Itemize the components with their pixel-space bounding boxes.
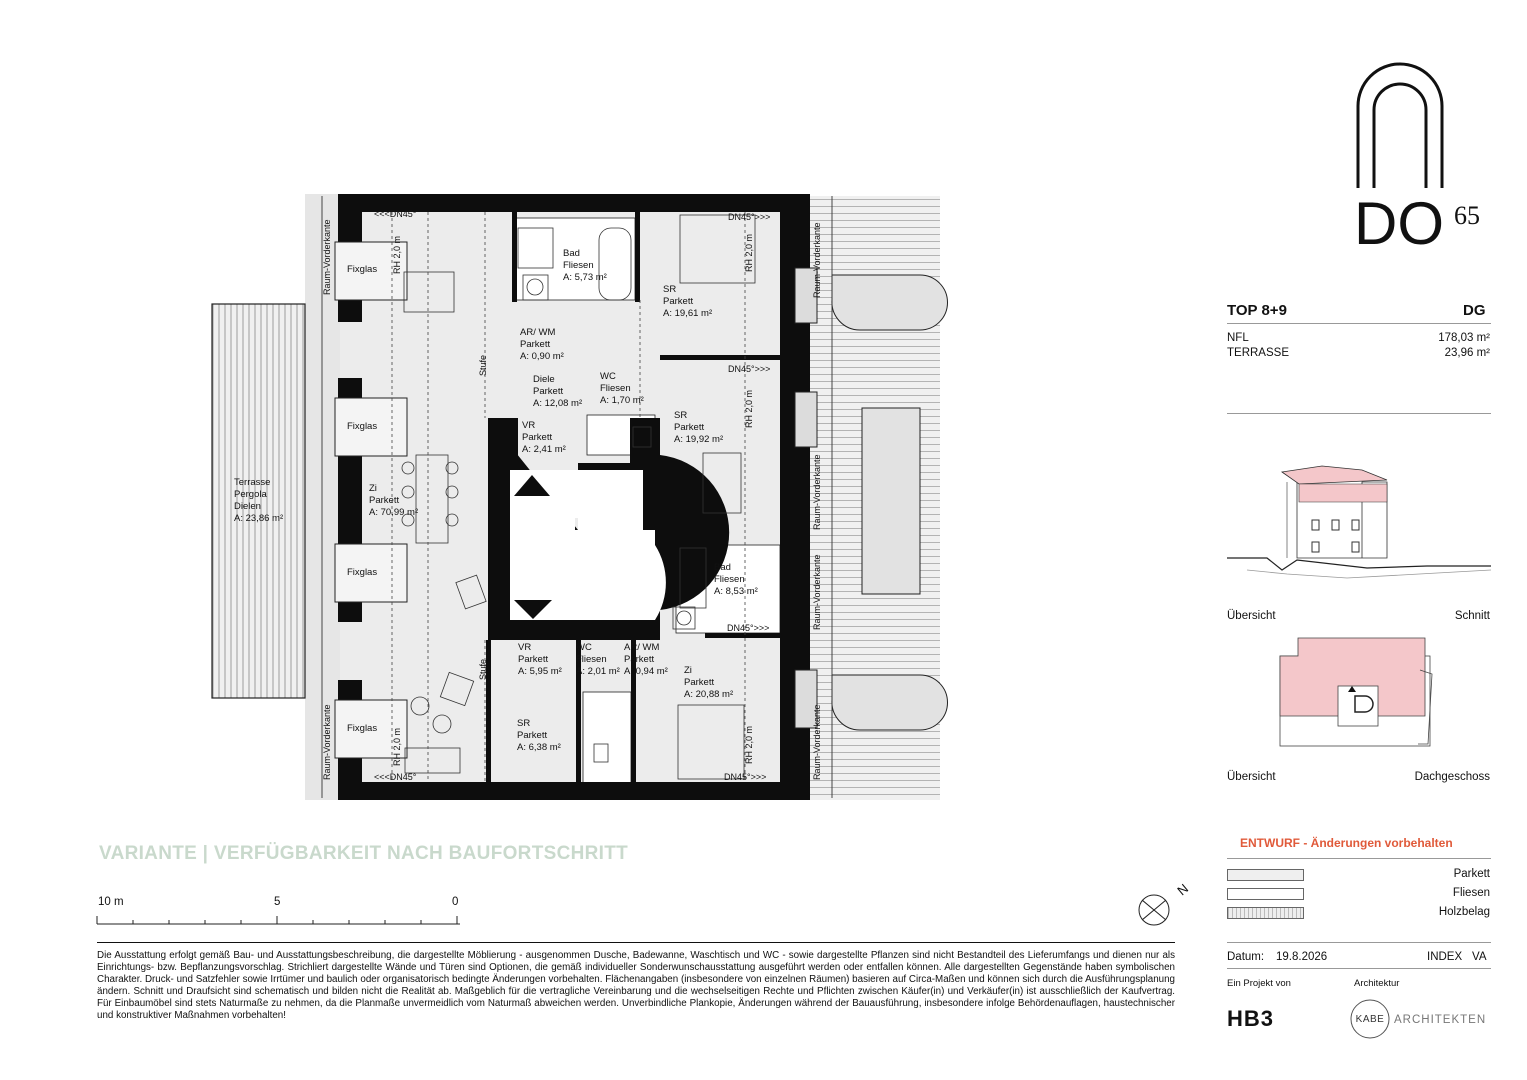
wc2-floor [582, 691, 632, 785]
sr2-label: SR Parkett A: 19,92 m² [674, 410, 724, 445]
scale-left: 10 m [98, 896, 124, 908]
index-value: VA [1472, 951, 1487, 963]
vr1-label: VR Parkett A: 2,41 m² [522, 420, 566, 455]
unit-floor: DG [1463, 302, 1486, 319]
unit-top-label: TOP 8+9 [1227, 302, 1287, 319]
scale-right: 0 [452, 896, 459, 908]
architect-name: ARCHITEKTEN [1394, 1014, 1487, 1026]
scale-mid: 5 [274, 896, 281, 908]
raumvorderkante-note: Raum-Vorderkante [812, 704, 822, 780]
floor-overview-thumbnail [1279, 637, 1433, 747]
legend-swatch-holzbelag [1227, 907, 1304, 919]
stufe-note: Stufe [478, 658, 488, 680]
fixglas-label: Fixglas [347, 567, 378, 578]
rh-note: RH 2,0 m [392, 235, 402, 274]
floor-view-label: Dachgeschoss [1414, 771, 1490, 783]
dashed-lines [391, 212, 746, 782]
legend-swatch-parkett [1227, 869, 1304, 881]
stufe-note: Stufe [478, 354, 488, 376]
roof-edge-ticks [321, 196, 833, 798]
vr2-label: VR Parkett A: 5,95 m² [518, 642, 562, 677]
raumvorderkante-note: Raum-Vorderkante [812, 222, 822, 298]
bad2-label: Bad Fliesen A: 8,53 m² [714, 562, 758, 597]
arwm2-label: AR/ WM Parkett A: 0,94 m² [624, 642, 668, 677]
sr1-label: SR Parkett A: 19,61 m² [663, 284, 713, 319]
scale-bar [96, 916, 460, 925]
bad1-floor [514, 217, 636, 301]
logo-sup: 65 [1454, 201, 1480, 230]
nfl-value: 178,03 m² [1438, 332, 1490, 344]
raumvorderkante-note: Raum-Vorderkante [812, 454, 822, 530]
date-value: 19.8.2026 [1276, 951, 1328, 963]
developer-logo: HB3 [1227, 1006, 1275, 1031]
zi-main-label: Zi Parkett A: 70,99 m² [369, 483, 419, 518]
sr3-label: SR Parkett A: 6,38 m² [517, 718, 561, 753]
window-bays [794, 267, 818, 729]
date-label: Datum: [1227, 951, 1265, 963]
rh-note: RH 2,0 m [744, 389, 754, 428]
rh-note: RH 2,0 m [744, 725, 754, 764]
furniture [401, 214, 756, 780]
project-by-label: Ein Projekt von [1227, 978, 1291, 989]
raumvorderkante-note: Raum-Vorderkante [322, 704, 332, 780]
dn-note: <<<DN45° [374, 772, 417, 782]
stair-arrow-up [514, 475, 550, 496]
roof-left-band [305, 194, 340, 800]
dormers [831, 274, 948, 731]
rh-note: RH 2,0 m [392, 727, 402, 766]
section-thumbnail [1227, 465, 1491, 579]
diele-label: Diele Parkett A: 12,08 m² [533, 374, 583, 409]
section-label: Schnitt [1454, 610, 1490, 622]
divider [1227, 413, 1491, 414]
divider [1227, 968, 1491, 969]
fixglas-label: Fixglas [347, 264, 378, 275]
do65-logo: DO 65 [1354, 62, 1480, 250]
wc1-label: WC Fliesen A: 1,70 m² [600, 371, 644, 406]
raumvorderkante-note: Raum-Vorderkante [812, 554, 822, 630]
disclaimer-text: Die Ausstattung erfolgt gemäß Bau- und A… [97, 950, 1175, 1022]
bad1-label: Bad Fliesen A: 5,73 m² [563, 248, 607, 283]
dn-note: DN45°>>> [724, 772, 767, 782]
kabe-logo-ring [1350, 999, 1390, 1039]
zi2-label: Zi Parkett A: 20,88 m² [684, 665, 734, 700]
arwm1-label: AR/ WM Parkett A: 0,90 m² [520, 327, 564, 362]
terrace-label: Terrasse Pergola Dielen A: 23,86 m² [234, 477, 284, 524]
divider [97, 942, 1175, 943]
stair-arrow-down [514, 600, 552, 619]
wc2-label: WC Fliesen A: 2,01 m² [576, 642, 620, 677]
dn-note: DN45°>>> [728, 364, 771, 374]
rh-note: RH 2,0 m [744, 233, 754, 272]
legend-holzbelag: Holzbelag [1438, 906, 1490, 918]
dn-note: DN45°>>> [727, 623, 770, 633]
raumvorderkante-note: Raum-Vorderkante [322, 219, 332, 295]
dn-note: <<<DN45° [374, 209, 417, 219]
architect-mark: KABE [1355, 1014, 1385, 1025]
fixglas-label: Fixglas [347, 723, 378, 734]
north-arrow-icon [1138, 894, 1170, 926]
divider [1227, 323, 1491, 324]
architecture-label: Architektur [1354, 978, 1400, 989]
divider [1227, 858, 1491, 859]
logo-text: DO [1354, 190, 1444, 250]
draft-note: ENTWURF - Änderungen vorbehalten [1240, 836, 1453, 850]
terrasse-label: TERRASSE [1227, 347, 1289, 359]
legend-swatch-fliesen [1227, 888, 1304, 900]
overview-label: Übersicht [1227, 610, 1276, 622]
divider [1227, 942, 1491, 943]
terrace-deck [211, 303, 306, 699]
legend-fliesen: Fliesen [1452, 887, 1490, 899]
terrasse-value: 23,96 m² [1444, 347, 1490, 359]
legend-parkett: Parkett [1453, 868, 1490, 880]
nfl-label: NFL [1227, 332, 1249, 344]
fixglas-label: Fixglas [347, 421, 378, 432]
variant-banner: VARIANTE | VERFÜGBARKEIT NACH BAUFORTSCH… [99, 843, 629, 864]
index-label: INDEX [1427, 951, 1463, 963]
dn-note: DN45°>>> [728, 212, 771, 222]
left-window-bays [334, 241, 408, 759]
overview-label: Übersicht [1227, 771, 1276, 783]
